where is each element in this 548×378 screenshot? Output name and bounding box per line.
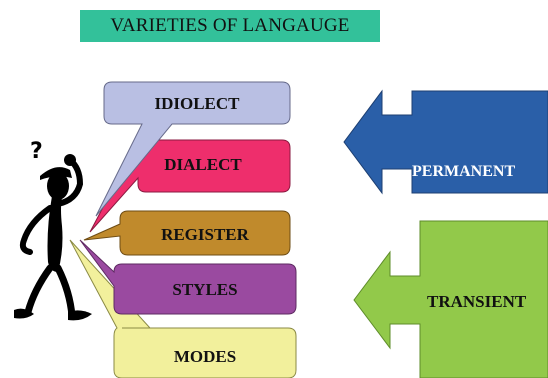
- callout-styles-shape: [79, 239, 297, 315]
- permanent-label: PERMANENT: [412, 163, 515, 180]
- callout-dialect-label: DIALECT: [164, 155, 242, 174]
- transient-label: TRANSIENT: [427, 292, 527, 311]
- diagram-title: VARIETIES OF LANGAUGE: [80, 10, 380, 42]
- question-mark-glyph: ?: [30, 139, 43, 164]
- callout-idiolect: IDIOLECT: [95, 81, 291, 217]
- callout-styles-label: STYLES: [172, 280, 237, 299]
- permanent-arrow: PERMANENT: [343, 89, 548, 195]
- callout-idiolect-label: IDIOLECT: [154, 94, 240, 113]
- transient-arrow-shape: [353, 220, 548, 378]
- permanent-arrow-shape: [343, 89, 548, 195]
- callout-styles: STYLES: [79, 239, 297, 315]
- callout-register: REGISTER: [83, 210, 291, 256]
- callout-register-label: REGISTER: [161, 225, 250, 244]
- diagram-title-text: VARIETIES OF LANGAUGE: [110, 15, 350, 36]
- thinking-stick-figure-icon: ?: [14, 139, 92, 321]
- callout-register-shape: [83, 210, 291, 256]
- callout-modes-label: MODES: [174, 347, 236, 366]
- transient-arrow: TRANSIENT: [353, 220, 548, 378]
- callout-idiolect-shape: [95, 81, 291, 217]
